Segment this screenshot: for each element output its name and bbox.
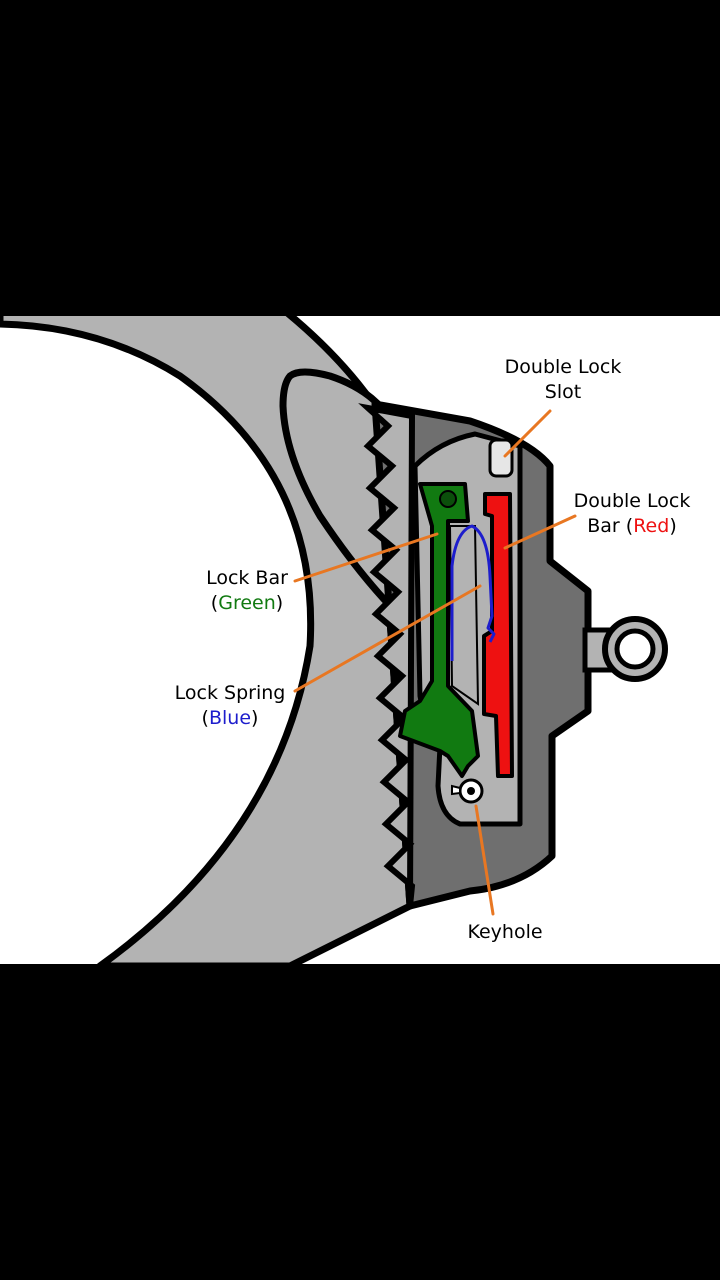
- lock-bar-label-2: (Green): [211, 592, 283, 614]
- keyhole-bit: [451, 784, 461, 796]
- leader-lock-bar: [293, 532, 439, 583]
- lock-bar: [398, 482, 480, 778]
- leader-keyhole: [474, 804, 495, 916]
- keyhole-core: [467, 787, 475, 795]
- double-lock-bar-color-word: Red: [633, 515, 669, 537]
- double-lock-slot-label-1: Double Lock: [505, 356, 622, 378]
- double-lock-bar-label-2: Bar (Red): [587, 515, 676, 537]
- lock-spring-color-word: Blue: [209, 707, 251, 729]
- leader-double-lock-bar: [503, 514, 577, 550]
- handcuff-lock-diagram: Double Lock Slot Double Lock Bar (Red) L…: [0, 316, 691, 964]
- lock-bar-label-1: Lock Bar: [206, 567, 288, 589]
- double-lock-bar-label-suffix: ): [669, 515, 676, 537]
- ratchet-teeth: [358, 403, 416, 907]
- double-lock-slot-label-2: Slot: [545, 381, 581, 403]
- lock-bar-label-suffix: ): [276, 592, 283, 614]
- lock-spring: [450, 524, 496, 661]
- lock-spring-label-2: (Blue): [202, 707, 259, 729]
- lock-spring-label-prefix: (: [202, 707, 209, 729]
- leader-lock-spring: [293, 584, 482, 693]
- diagram-canvas: Double Lock Slot Double Lock Bar (Red) L…: [0, 316, 720, 964]
- lock-spring-label-1: Lock Spring: [175, 682, 286, 704]
- double-lock-bar-label-prefix: Bar (: [587, 515, 633, 537]
- double-lock-bar-label-1: Double Lock: [574, 490, 691, 512]
- keyhole-label: Keyhole: [467, 921, 542, 943]
- double-lock-bar: [482, 492, 514, 778]
- letterbox-top: [0, 0, 720, 316]
- lock-bar-pin: [439, 490, 457, 508]
- letterbox-bottom: [0, 964, 720, 1280]
- lock-spring-label-suffix: ): [251, 707, 258, 729]
- lock-bar-color-word: Green: [218, 592, 276, 614]
- lock-bar-label-prefix: (: [211, 592, 218, 614]
- leader-double-lock-slot: [503, 409, 552, 458]
- bow-ring-hole: [614, 628, 656, 670]
- double-lock-slot: [488, 438, 514, 478]
